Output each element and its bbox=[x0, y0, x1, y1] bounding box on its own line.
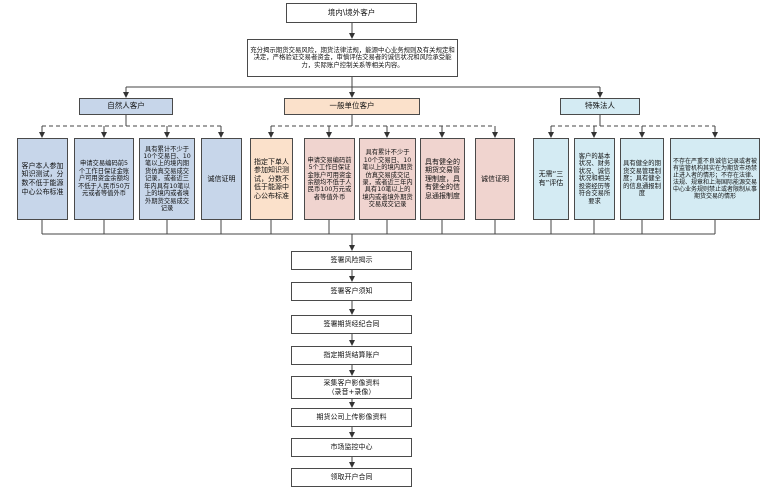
general-req-management-system: 具有健全的期货交易管理制度，具有健全的信息通报制度 bbox=[420, 138, 465, 220]
customer-type-box: 境内\境外客户 bbox=[286, 3, 417, 23]
step-designate-settlement-account: 指定期货结算账户 bbox=[291, 346, 412, 365]
category-general-entity: 一般单位客户 bbox=[284, 98, 420, 115]
special-req-no-bad-record: 不存在严重不良诚信记录或者被有监管机构其实在为期货市场禁止进入者的情形；不存在法… bbox=[670, 138, 760, 220]
special-req-basic-status: 客户的基本状况、财务状况、诚信状况和相关投资经历等符合交易所要求 bbox=[574, 138, 615, 220]
natural-req-knowledge-test: 客户本人参加知识测试，分数不低于能源中心公布标准 bbox=[17, 138, 68, 220]
general-req-trading-record: 具有累计不少于10个交易日、10笔以上的境内期货仿真交易成交记录，或者近三年内具… bbox=[359, 138, 416, 220]
special-req-management-system: 具有健全的期货交易管理制度；具有健全的信息通报制度 bbox=[620, 138, 664, 220]
general-req-funds: 申请交易编码前5个工作日保证金账户可用资金余额均不低于人民币100万元或者等值外… bbox=[304, 138, 355, 220]
general-req-knowledge-test: 指定下单人参加知识测试，分数不低于能源中心公布标准 bbox=[250, 138, 293, 220]
step-sign-risk-disclosure: 签署风险揭示 bbox=[291, 251, 412, 270]
step-sign-brokerage-contract: 签署期货经纪合同 bbox=[291, 315, 412, 334]
step-market-monitoring-center: 市场监控中心 bbox=[291, 438, 412, 457]
step-upload-video-data: 期货公司上传影像资料 bbox=[291, 408, 412, 427]
step-sign-customer-notice: 签署客户须知 bbox=[291, 282, 412, 301]
category-natural-person: 自然人客户 bbox=[79, 98, 173, 115]
special-req-no-assessment: 无需“三有”评估 bbox=[533, 138, 569, 220]
natural-req-funds: 申请交易编码前5个工作日保证金账户可用资金余额均不低于人民币50万元或者等值外币 bbox=[74, 138, 134, 220]
natural-req-credit-proof: 诚信证明 bbox=[201, 138, 242, 220]
natural-req-trading-record: 具有累计不少于10个交易日、10笔以上的境内期货仿真交易成交记录，或者近三年内具… bbox=[139, 138, 195, 220]
step-collect-video-data: 采集客户影像资料 （录音+录像） bbox=[291, 376, 412, 399]
risk-disclosure-box: 充分揭示期货交易风险，期货法律法规，能源中心业务规则及有关规定和决定，严格验证交… bbox=[247, 39, 458, 77]
general-req-credit-proof: 诚信证明 bbox=[475, 138, 515, 220]
category-special-entity: 特殊法人 bbox=[560, 98, 640, 115]
step-receive-account-contract: 领取开户合同 bbox=[291, 468, 412, 487]
